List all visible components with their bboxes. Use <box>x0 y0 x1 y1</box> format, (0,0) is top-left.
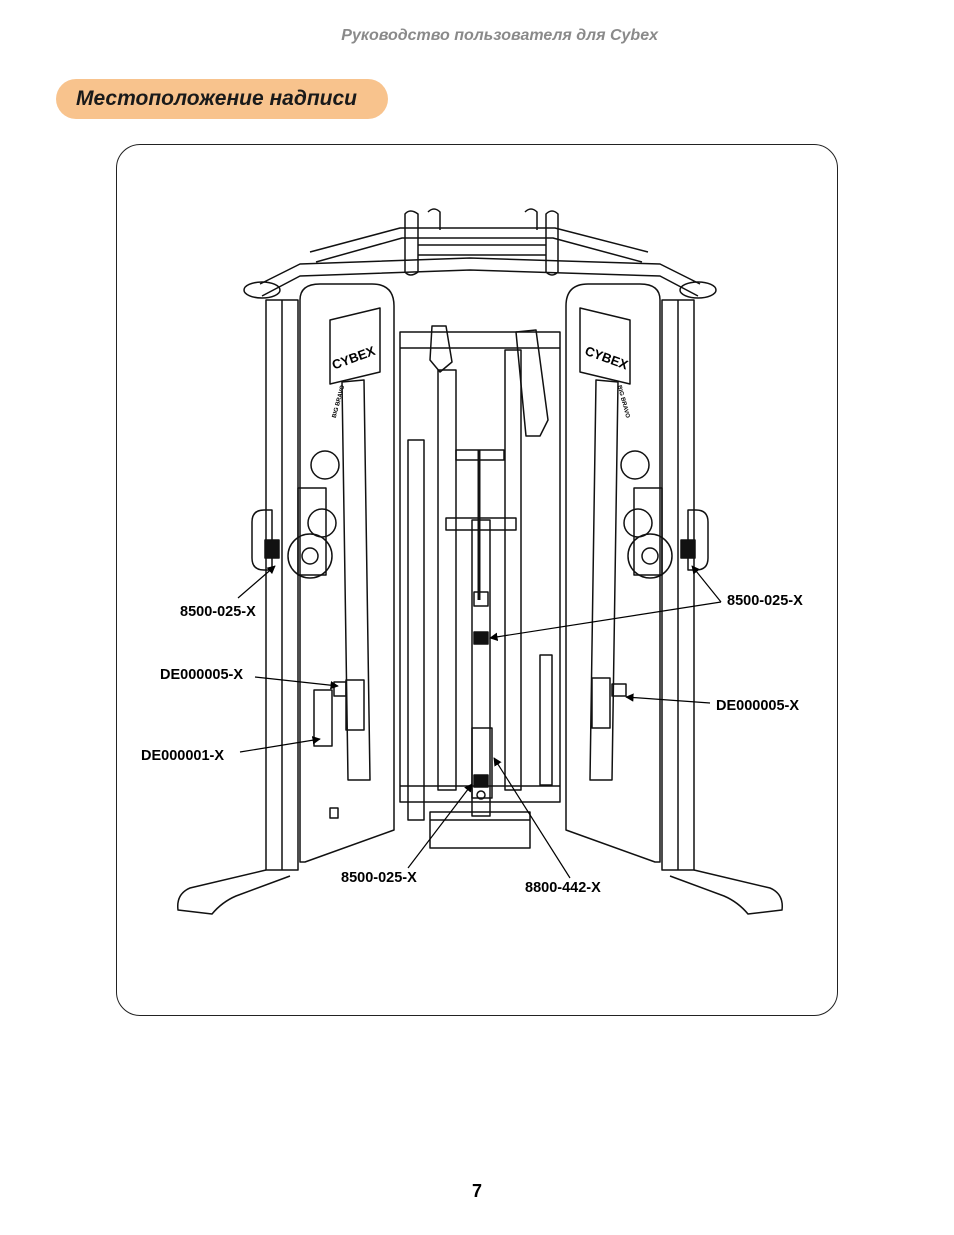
callout-left-lower: DE000001-X <box>141 748 225 764</box>
running-header: Руководство пользователя для Cybex <box>341 27 658 44</box>
callout-bottom-center: 8500-025-X <box>341 870 417 886</box>
section-title: Местоположение надписи <box>56 79 388 119</box>
leader-bottom-right <box>493 757 571 879</box>
leader-left-upper <box>237 565 276 599</box>
brand-right: CYBEX <box>583 343 631 373</box>
leader-left-middle <box>254 676 339 690</box>
left-shroud <box>299 283 395 863</box>
right-shroud <box>565 283 661 863</box>
leader-right-upper-a <box>691 565 722 603</box>
brand-left: CYBEX <box>330 343 378 373</box>
center-base <box>429 811 531 849</box>
leader-bottom-center <box>407 783 473 869</box>
callout-right-middle: DE000005-X <box>716 698 800 714</box>
leader-right-middle <box>625 693 711 704</box>
right-handle <box>687 509 709 571</box>
callout-left-upper: 8500-025-X <box>180 604 256 620</box>
figure-frame <box>116 144 838 1016</box>
center-column <box>471 519 491 817</box>
page-number: 7 <box>471 1181 482 1201</box>
pullup-bar <box>309 227 649 253</box>
callout-left-middle: DE000005-X <box>160 667 244 683</box>
model-left: BIG BRAVO <box>332 384 347 418</box>
leader-right-upper-b <box>489 601 722 641</box>
callout-bottom-right: 8800-442-X <box>525 880 601 896</box>
callout-right-upper: 8500-025-X <box>727 593 803 609</box>
leader-left-lower <box>239 736 321 753</box>
